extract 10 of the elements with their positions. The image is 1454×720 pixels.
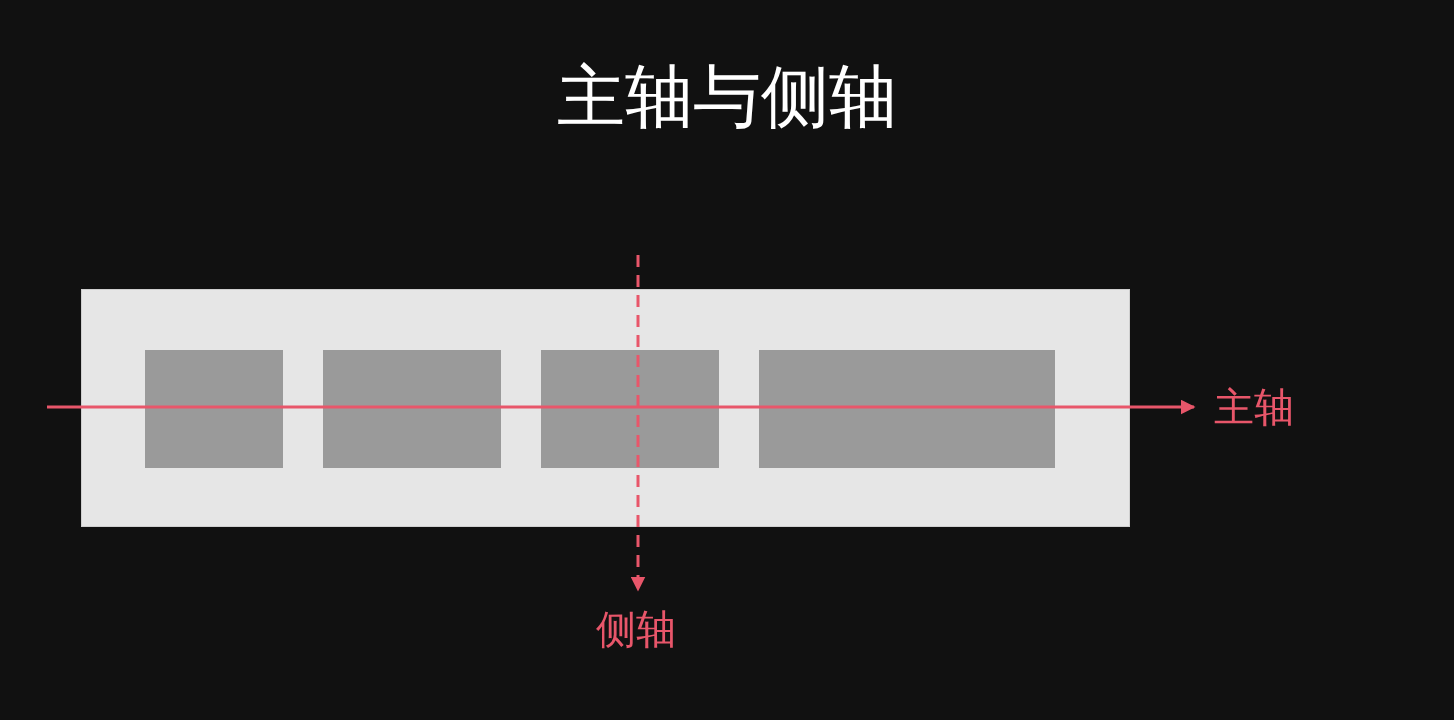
item-box <box>759 350 1055 468</box>
title: 主轴与侧轴 <box>556 60 898 135</box>
axis-arrow <box>47 399 1196 415</box>
axis-label: 侧轴 <box>586 604 686 654</box>
item-box <box>323 350 501 468</box>
item-box <box>145 350 283 468</box>
axis-arrow <box>630 255 646 592</box>
item-box <box>541 350 719 468</box>
axis-label: 主轴 <box>1204 382 1304 432</box>
container-box <box>81 289 1130 527</box>
